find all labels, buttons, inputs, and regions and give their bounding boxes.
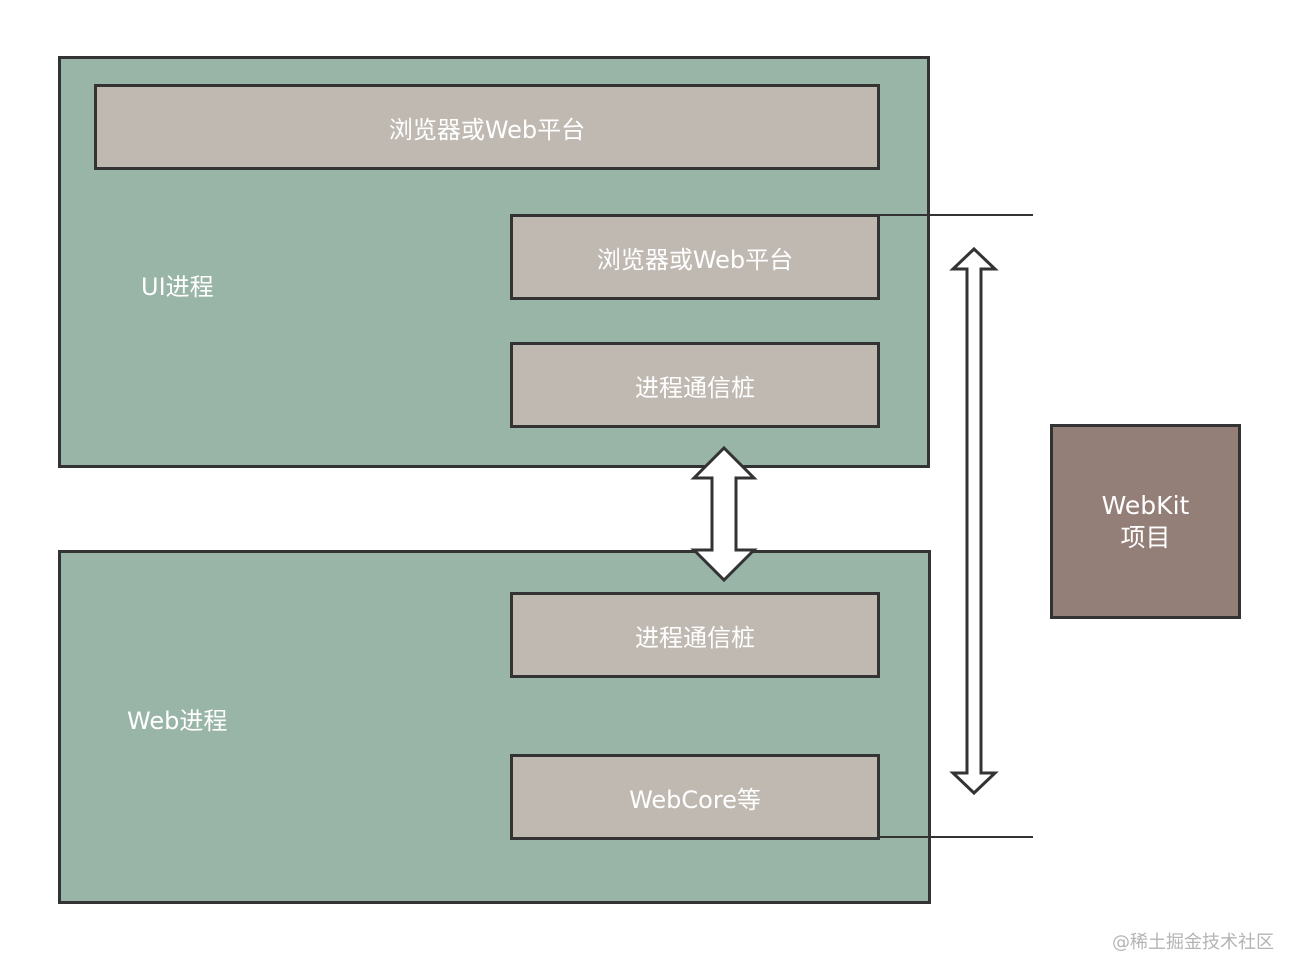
watermark: @稀土掘金技术社区 bbox=[1112, 932, 1274, 953]
ui-browser-platform-top: 浏览器或Web平台 bbox=[94, 84, 880, 170]
ui-browser-platform-inner: 浏览器或Web平台 bbox=[510, 214, 880, 300]
bracket-line-bottom bbox=[878, 836, 1033, 838]
web-ipc-stub: 进程通信桩 bbox=[510, 592, 880, 678]
web-webcore-module: WebCore等 bbox=[510, 754, 880, 840]
webkit-project-line1: WebKit bbox=[1101, 490, 1190, 520]
webkit-project-box: WebKit 项目 bbox=[1050, 424, 1241, 619]
ipc-double-arrow-icon bbox=[690, 445, 758, 583]
bracket-line-top bbox=[878, 214, 1033, 216]
ui-process-label: UI进程 bbox=[141, 273, 214, 301]
webkit-span-double-arrow-icon bbox=[949, 246, 999, 796]
ui-ipc-stub: 进程通信桩 bbox=[510, 342, 880, 428]
webkit-project-line2: 项目 bbox=[1120, 522, 1171, 552]
web-process-label: Web进程 bbox=[127, 707, 228, 735]
